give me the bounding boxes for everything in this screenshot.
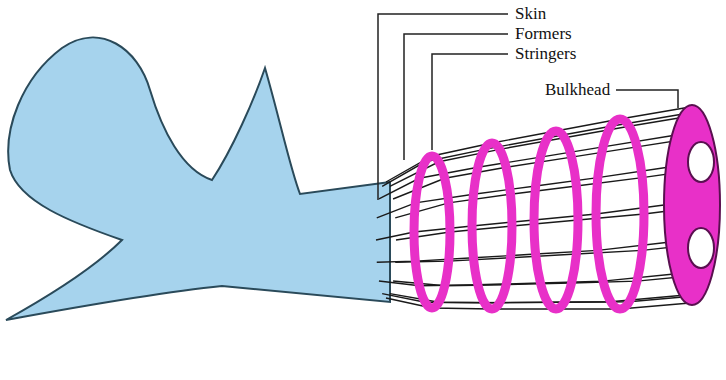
part-label: Skin [515,4,546,24]
former-ring [534,131,578,309]
former-ring [596,119,644,309]
formers [414,119,644,309]
former-ring [472,143,512,309]
aircraft-silhouette [6,38,390,320]
stringer-line [377,243,666,263]
part-label: Formers [515,24,572,44]
part-label: Bulkhead [545,80,610,100]
leader-lines [378,14,678,200]
bulkhead [664,105,720,305]
part-label: Stringers [515,44,576,64]
former-ring [414,156,450,308]
